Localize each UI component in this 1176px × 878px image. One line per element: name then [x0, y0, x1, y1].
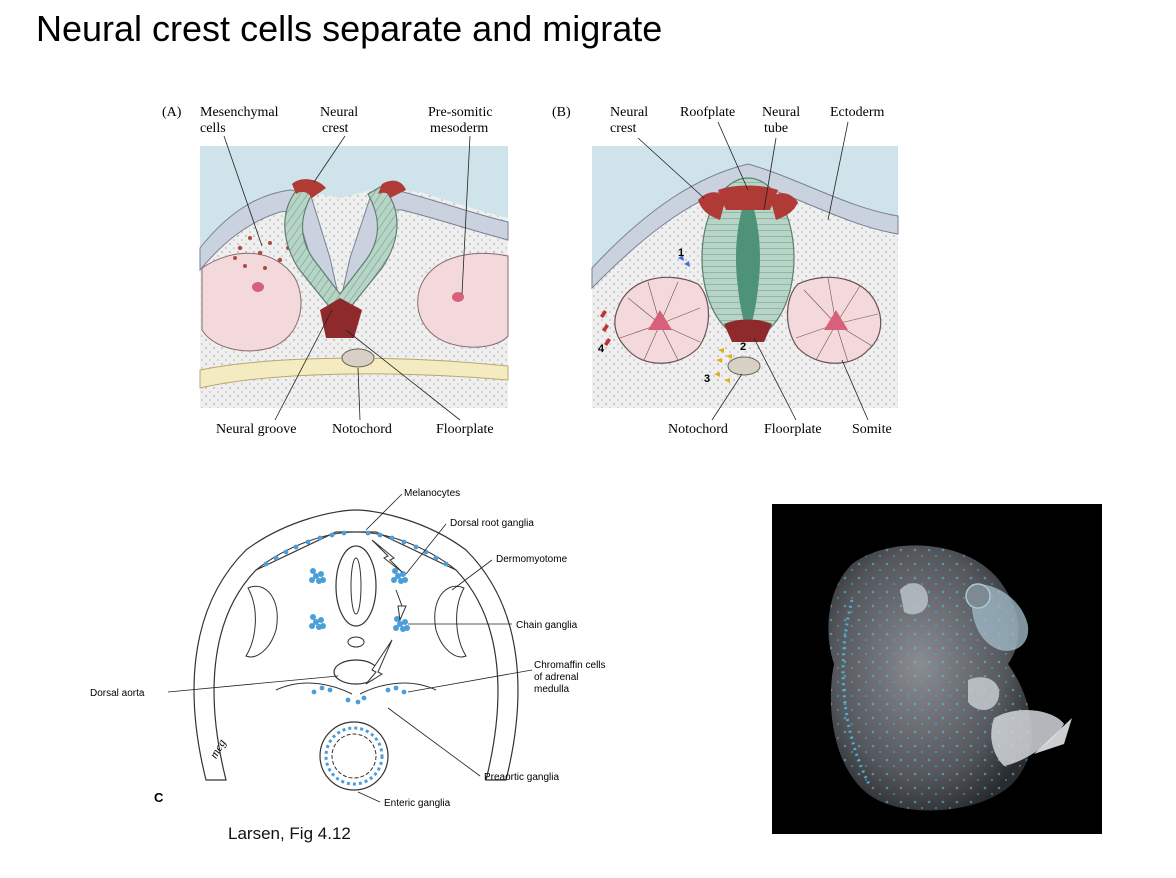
panel-b-pathway-4: 4 — [598, 343, 605, 355]
panel-c-right-chain-ganglion — [393, 616, 410, 632]
panel-b-label-neural-crest-2: crest — [610, 121, 637, 136]
embryo-eye — [966, 584, 990, 608]
panel-b-pathway-3: 3 — [704, 373, 710, 385]
panel-b-label-notochord: Notochord — [668, 422, 728, 437]
panel-a-label-floorplate: Floorplate — [436, 422, 494, 437]
panel-c-gut-lumen — [332, 734, 376, 778]
panel-a-label-neural-crest-2: crest — [322, 121, 349, 136]
panel-a-label-mesenchymal-1: Mesenchymal — [200, 105, 279, 120]
panel-b-label-ectoderm: Ectoderm — [830, 105, 885, 120]
panel-b-floorplate — [724, 320, 772, 343]
panel-b-label-neural-tube-2: tube — [764, 121, 788, 136]
panel-c-label-chromaffin-3: medulla — [534, 684, 569, 695]
panel-a-label-presomitic-2: mesoderm — [430, 121, 488, 136]
panel-c-left-chain-ganglion — [309, 614, 326, 630]
panel-b-label-neural-tube-1: Neural — [762, 105, 800, 120]
panel-a-letter: (A) — [162, 105, 182, 120]
panel-c-right-dermomyotome — [435, 586, 466, 657]
panel-c-label-chain-ganglia: Chain ganglia — [516, 620, 578, 631]
panel-b-label-neural-crest-1: Neural — [610, 105, 648, 120]
panel-a-label-presomitic-1: Pre-somitic — [428, 105, 493, 120]
panel-c-label-dorsal-root-ganglia: Dorsal root ganglia — [450, 518, 534, 529]
panel-c-letter: C — [154, 790, 164, 805]
panel-c-diagram: C Melanocytes Dorsal root ganglia Dermom… — [76, 480, 636, 816]
panel-b-label-floorplate: Floorplate — [764, 422, 822, 437]
panel-c-label-chromaffin-1: Chromaffin cells — [534, 660, 606, 671]
figure-caption: Larsen, Fig 4.12 — [228, 824, 351, 844]
embryo-crest-signal — [828, 545, 1031, 810]
panel-c-chromaffin-cells — [312, 686, 407, 705]
panel-a-left-core — [252, 282, 264, 292]
panel-c-label-melanocytes: Melanocytes — [404, 488, 460, 499]
panel-c-label-dorsal-aorta: Dorsal aorta — [90, 688, 145, 699]
panel-a-label-mesenchymal-2: cells — [200, 121, 226, 136]
panel-b-notochord — [728, 357, 760, 375]
panel-c-neural-canal — [351, 558, 361, 614]
panel-b-diagram: 1 2 3 4 (B) Neural crest Roofplate Neura… — [548, 98, 918, 450]
panel-c-label-enteric-ganglia: Enteric ganglia — [384, 798, 451, 809]
panel-c-notochord — [348, 637, 364, 647]
panel-b-pathway-1: 1 — [678, 247, 684, 259]
embryo-ear — [900, 583, 928, 614]
panel-b-pathway-2: 2 — [740, 341, 746, 353]
panel-c-label-preaortic-ganglia: Preaortic ganglia — [484, 772, 559, 783]
panel-b-letter: (B) — [552, 105, 571, 120]
embryo-fluorescence-image — [772, 504, 1102, 834]
panel-a-label-notochord: Notochord — [332, 422, 392, 437]
panel-a-label-neural-groove: Neural groove — [216, 422, 296, 437]
panel-c-left-dermomyotome — [246, 586, 277, 657]
panel-b-label-somite: Somite — [852, 422, 892, 437]
panel-c-label-chromaffin-2: of adrenal — [534, 672, 578, 683]
panel-a-notochord — [342, 349, 374, 367]
panel-a-label-neural-crest-1: Neural — [320, 105, 358, 120]
panel-c-left-drg — [309, 568, 326, 584]
panel-a-diagram: (A) Mesenchymal cells Neural crest Pre-s… — [140, 98, 540, 450]
panel-a-left-mesoderm — [202, 253, 301, 351]
panel-b-label-roofplate: Roofplate — [680, 105, 735, 120]
slide-title: Neural crest cells separate and migrate — [36, 8, 662, 50]
panel-c-mesentery — [276, 683, 436, 694]
panel-c-label-dermomyotome: Dermomyotome — [496, 554, 568, 565]
